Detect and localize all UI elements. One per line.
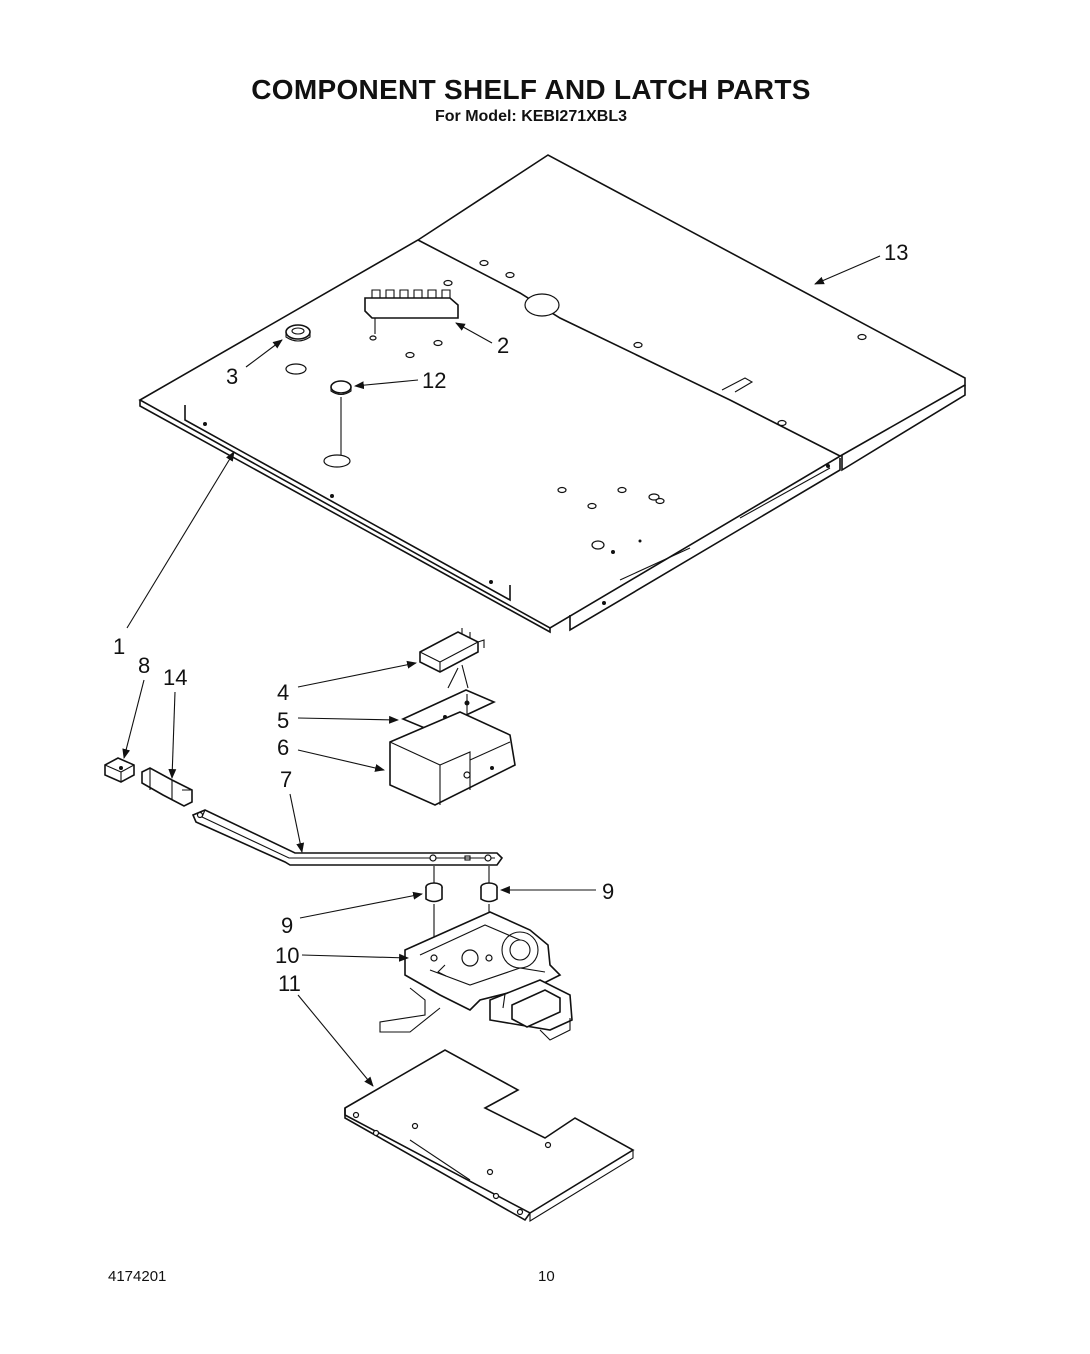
latch-switch — [419, 628, 485, 689]
callout-3: 3 — [226, 364, 238, 389]
callout-8: 8 — [138, 653, 150, 678]
plug-button — [330, 380, 352, 455]
callout-14: 14 — [163, 665, 187, 690]
callout-12: 12 — [422, 368, 446, 393]
callout-5: 5 — [277, 708, 289, 733]
latch-assembly — [379, 911, 573, 1041]
callout-13: 13 — [884, 240, 908, 265]
callout-labels: 13 2 3 12 1 8 14 4 5 6 7 9 9 10 11 — [113, 240, 908, 996]
callout-11: 11 — [278, 971, 301, 996]
callout-4: 4 — [277, 680, 289, 705]
document-number: 4174201 — [108, 1268, 167, 1285]
callout-2: 2 — [497, 333, 509, 358]
callout-9-right: 9 — [602, 879, 614, 904]
grommet — [285, 324, 311, 342]
callout-7: 7 — [280, 767, 292, 792]
leader-lines — [122, 255, 881, 1087]
component-shelf — [138, 154, 966, 634]
terminal-block — [364, 289, 459, 334]
switch-bracket — [389, 711, 516, 806]
callout-1: 1 — [113, 634, 125, 659]
page-number: 10 — [538, 1268, 555, 1285]
callout-9-left: 9 — [281, 913, 293, 938]
page-title: COMPONENT SHELF AND LATCH PARTS — [251, 74, 811, 105]
latch-link — [191, 809, 504, 866]
latch-guide — [141, 767, 193, 807]
callout-6: 6 — [277, 735, 289, 760]
latch-clip — [104, 757, 135, 783]
callout-10: 10 — [275, 943, 299, 968]
model-subtitle: For Model: KEBI271XBL3 — [434, 108, 628, 125]
latch-cover-plate — [344, 1049, 635, 1222]
